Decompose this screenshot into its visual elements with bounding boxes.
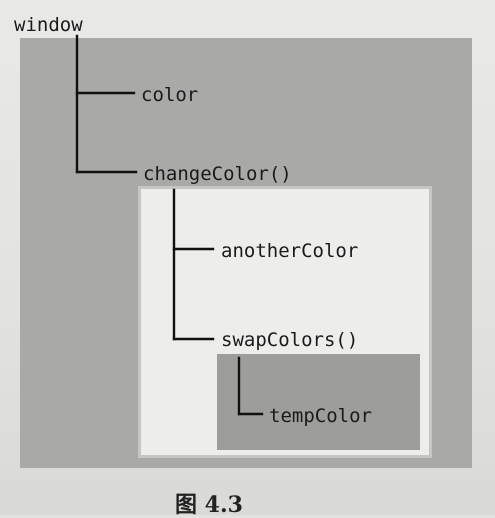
- color-label: color: [141, 84, 199, 106]
- swapcolors-label: swapColors(): [221, 329, 359, 351]
- figure-caption: 图 4.3: [175, 492, 243, 518]
- window-label: window: [14, 14, 83, 36]
- swapcolors-scope-box: [217, 354, 420, 450]
- tempcolor-label: tempColor: [269, 405, 372, 427]
- anothercolor-label: anotherColor: [221, 240, 359, 262]
- changecolor-label: changeColor(): [143, 163, 292, 185]
